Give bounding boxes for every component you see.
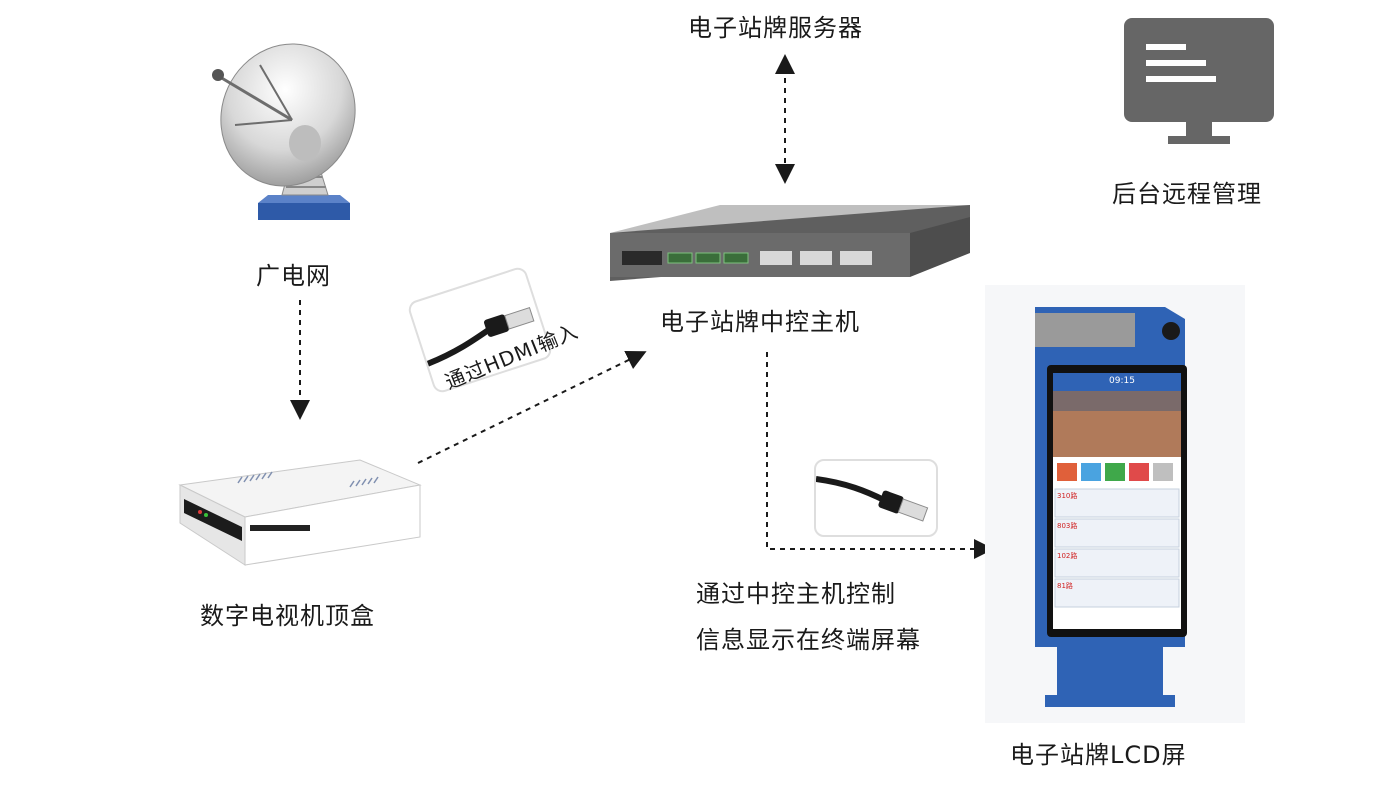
display-control-label-line2: 信息显示在终端屏幕 (696, 626, 921, 654)
route-102: 102路 (1057, 552, 1078, 560)
backend-management-label: 后台远程管理 (1112, 180, 1262, 208)
screen-time: 09:15 (1109, 376, 1135, 386)
set-top-box-icon (170, 455, 425, 575)
route-310: 310路 (1057, 492, 1078, 500)
usb-cable-icon (406, 265, 554, 395)
route-81: 81路 (1057, 582, 1073, 590)
set-top-box-label: 数字电视机顶盒 (200, 602, 375, 630)
lcd-kiosk-icon: 09:15 310路 803路 102路 81路 (985, 285, 1245, 723)
route-803: 803路 (1057, 522, 1078, 530)
hdmi-arrow (417, 351, 647, 464)
server-label: 电子站牌服务器 (688, 14, 863, 42)
satellite-dish-icon (200, 25, 370, 225)
monitor-icon (1124, 18, 1274, 148)
usb-cable-icon (814, 459, 938, 537)
broadcast-network-label: 广电网 (256, 262, 331, 290)
controller-host-label: 电子站牌中控主机 (660, 308, 860, 336)
lcd-kiosk-label: 电子站牌LCD屏 (1010, 741, 1187, 769)
display-control-label-line1: 通过中控主机控制 (696, 580, 896, 608)
controller-host-icon (610, 205, 970, 283)
